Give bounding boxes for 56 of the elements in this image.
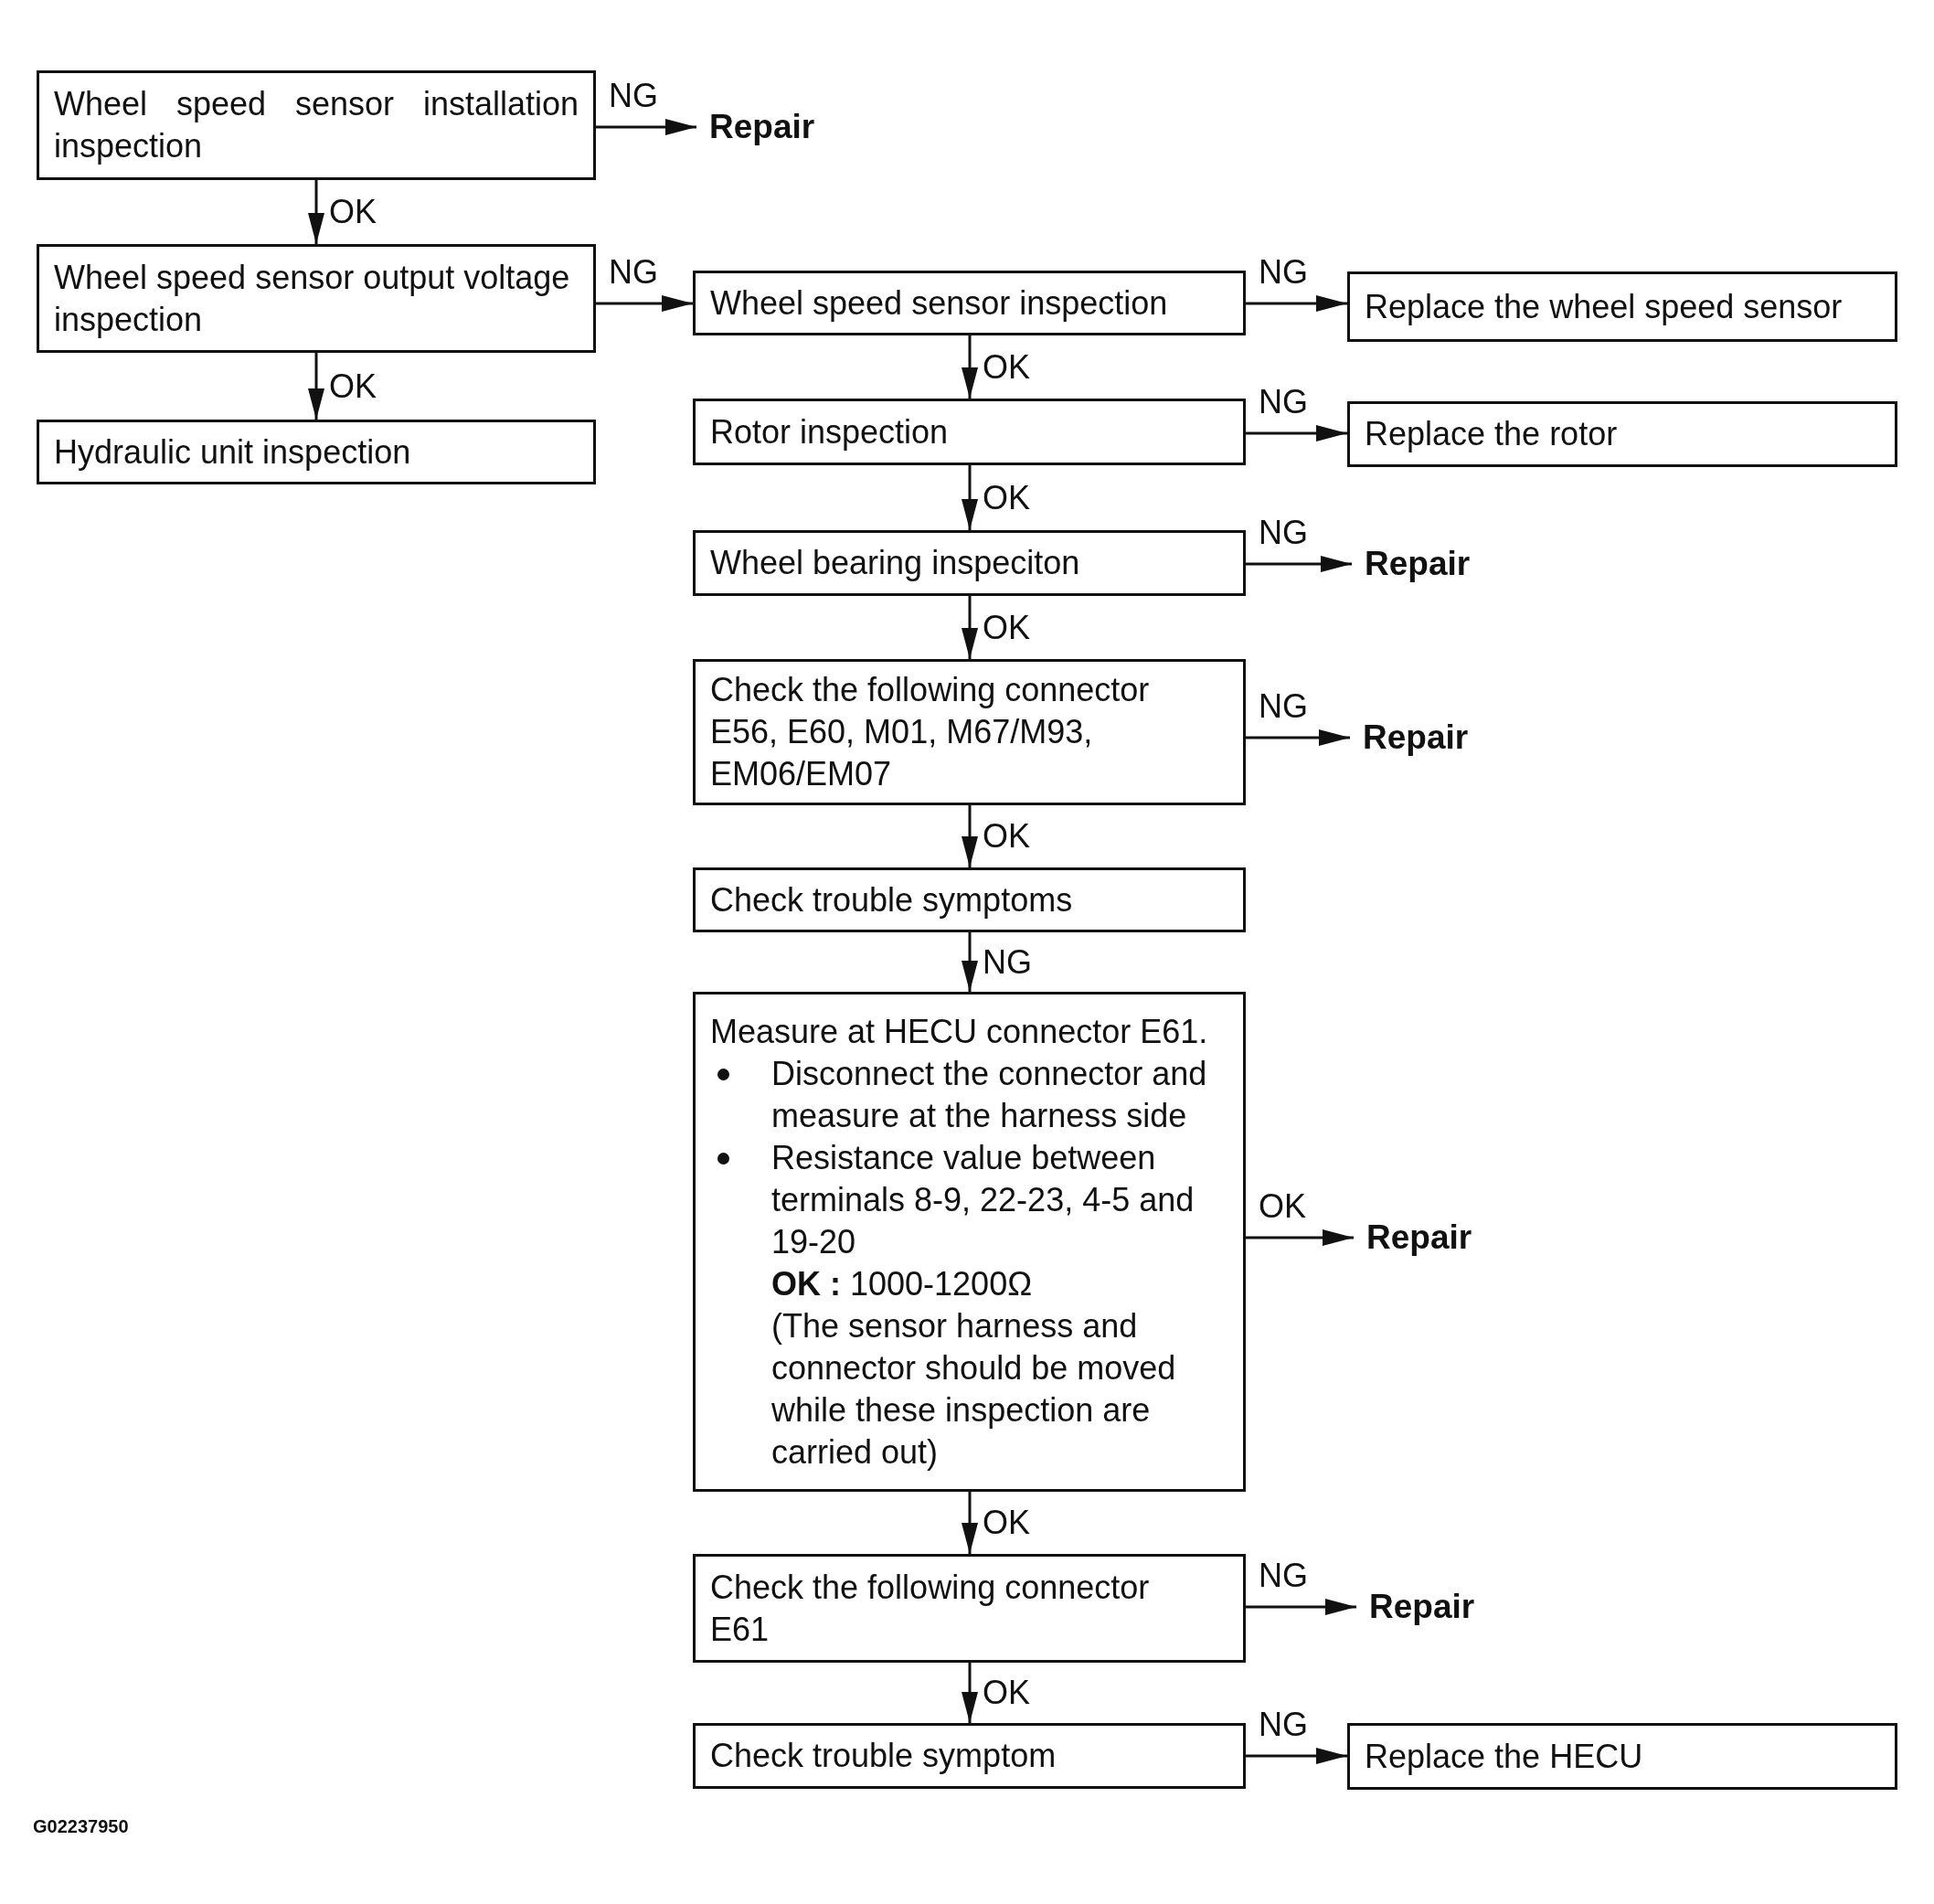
box-text: Wheel speed sensor installation inspection	[54, 84, 579, 166]
process-box	[693, 530, 1246, 596]
arrow	[1246, 729, 1350, 746]
box-text: Check trouble symptom	[710, 1736, 1057, 1776]
arrow	[962, 805, 978, 867]
arrow	[1246, 425, 1347, 441]
box-text: OK : 1000-1200Ω	[770, 1263, 1034, 1304]
process-box	[37, 244, 596, 353]
arrow	[308, 353, 324, 420]
box-text: Disconnect the connector and measure at the harness side	[771, 1053, 1208, 1136]
arrow	[962, 1663, 978, 1723]
arrow	[962, 932, 978, 992]
box-text: Wheel speed sensor output voltage inspection	[54, 257, 571, 340]
arrow	[962, 1492, 978, 1554]
box-text: Wheel bearing inspeciton	[710, 543, 1081, 583]
box-text: Replace the wheel speed sensor	[1365, 286, 1844, 327]
arrow	[1246, 295, 1347, 312]
figure-id: G02237950	[33, 1815, 129, 1837]
process-box	[693, 271, 1246, 335]
process-box	[693, 659, 1246, 805]
box-text: Rotor inspection	[710, 411, 950, 452]
process-box	[693, 1723, 1246, 1789]
box-text: Check trouble symptoms	[710, 879, 1074, 920]
box-text: (The sensor harness and connector should be moved while these inspection are carried out)	[770, 1305, 1177, 1473]
process-box	[693, 1554, 1246, 1663]
box-text: Hydraulic unit inspection	[54, 431, 412, 473]
process-box	[1347, 271, 1897, 342]
arrow	[962, 465, 978, 530]
arrow	[962, 335, 978, 399]
arrow	[962, 596, 978, 659]
outcome-text: Repair	[696, 108, 815, 146]
process-box	[37, 420, 596, 484]
process-box	[37, 70, 596, 180]
box-text: Check the following connector E56, E60, M01, M67/M93, EM06/EM07	[710, 670, 1151, 794]
outcome-text: Repair	[1352, 545, 1471, 583]
arrow	[1246, 1229, 1354, 1246]
box-text: Replace the HECU	[1365, 1736, 1644, 1777]
process-box	[1347, 401, 1897, 467]
arrow	[596, 295, 693, 312]
arrow	[1246, 556, 1352, 572]
arrow	[1246, 1599, 1356, 1615]
arrow	[308, 180, 324, 244]
arrow	[1246, 1748, 1347, 1764]
box-text: Measure at HECU connector E61.	[710, 1011, 1209, 1052]
box-text: Resistance value between terminals 8-9, 22-23, 4-5 and 19-20	[771, 1137, 1195, 1262]
box-text: Check the following connector E61	[710, 1567, 1151, 1650]
process-box	[1347, 1723, 1897, 1790]
process-box	[693, 867, 1246, 932]
box-text: Wheel speed sensor inspection	[710, 282, 1169, 324]
outcome-text: Repair	[1356, 1588, 1475, 1626]
process-box	[693, 399, 1246, 465]
outcome-text: Repair	[1354, 1218, 1472, 1257]
arrow	[596, 119, 696, 135]
outcome-text: Repair	[1350, 718, 1469, 757]
box-text: Replace the rotor	[1365, 414, 1619, 454]
process-box	[693, 992, 1246, 1492]
